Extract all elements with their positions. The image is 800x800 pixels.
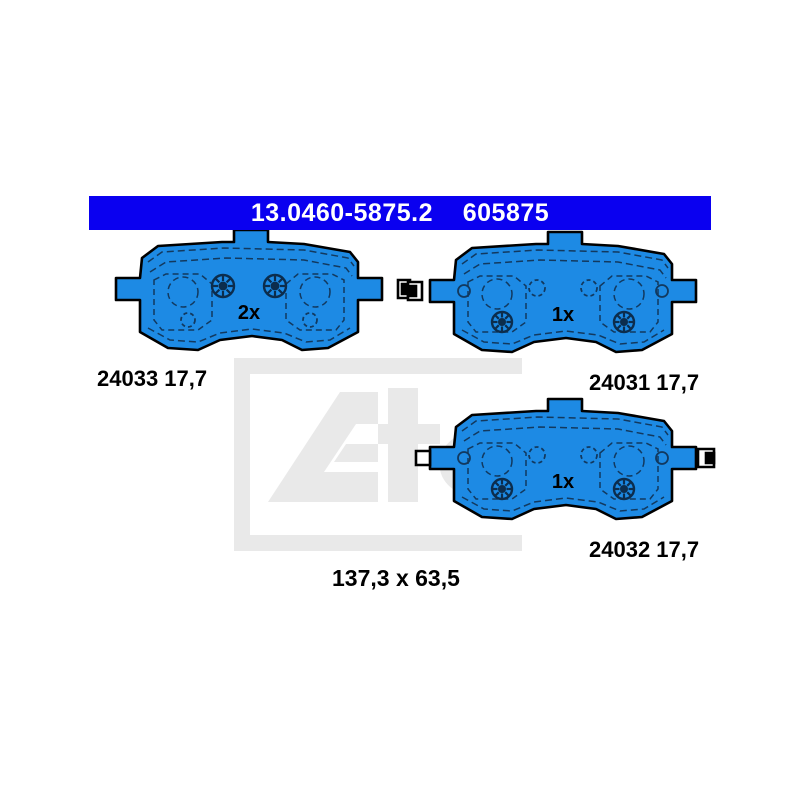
retaining-clip-right	[696, 447, 716, 469]
brake-pad-24032: 1x	[406, 397, 726, 535]
part-number-text: 13.0460-5875.2 605875	[250, 198, 550, 227]
brake-pad-24031: 1x	[406, 230, 726, 368]
pad-quantity-label: 1x	[552, 304, 574, 326]
overall-dimensions-label: 137,3 x 63,5	[332, 565, 460, 591]
pad-quantity-label: 1x	[552, 471, 574, 493]
left-tab	[414, 449, 432, 467]
retaining-clip-left	[406, 280, 424, 302]
brake-pad-24033: 2x	[92, 228, 412, 366]
pad-caption-24033: 24033 17,7	[97, 366, 208, 391]
part-number-banner: 13.0460-5875.2 605875	[89, 196, 711, 230]
pad-quantity-label: 2x	[238, 302, 260, 324]
pad-caption-24032: 24032 17,7	[589, 537, 700, 562]
pad-caption-24031: 24031 17,7	[589, 370, 700, 395]
